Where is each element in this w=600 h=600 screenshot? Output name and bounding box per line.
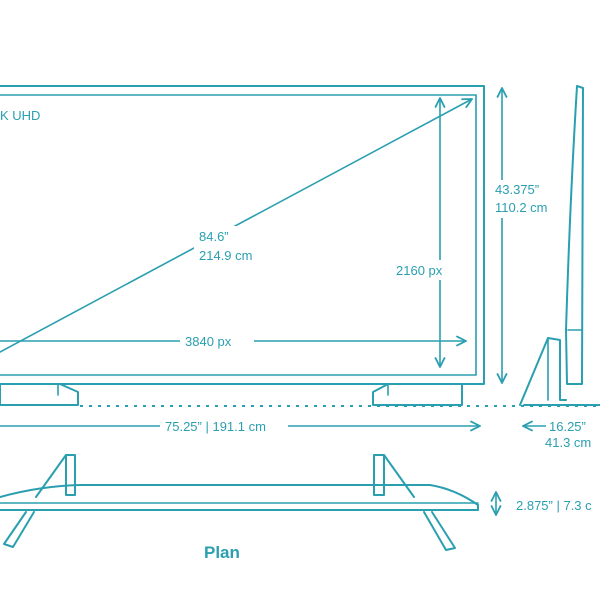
- plan-left-leg-diag: [35, 454, 67, 498]
- plan-right-leg-front: [423, 511, 456, 551]
- height-inches-label: 43.375”: [495, 182, 539, 197]
- side-stand-leg: [519, 337, 567, 406]
- overall-height-mask: [492, 180, 552, 218]
- overall-width-mask: [160, 416, 288, 436]
- side-panel-outline: [565, 85, 584, 385]
- plan-right-leg-back: [373, 454, 385, 496]
- plan-left-leg-front: [3, 511, 35, 548]
- thickness-label: 2.875” | 7.3 c: [516, 498, 592, 513]
- tv-outer-frame: [0, 85, 485, 385]
- overall-width-label: 75.25” | 191.1 cm: [165, 419, 266, 434]
- diagonal-mask: [194, 226, 266, 266]
- plan-view: 2.875” | 7.3 c Plan: [0, 454, 592, 562]
- screen-badge-label: K UHD: [0, 108, 40, 123]
- diagonal-line: [0, 98, 473, 353]
- diagonal-inches-label: 84.6”: [199, 229, 229, 244]
- depth-cm-label: 41.3 cm: [545, 435, 591, 450]
- plan-panel-outline: [0, 484, 479, 511]
- width-px-label: 3840 px: [185, 334, 232, 349]
- height-px-mask: [393, 260, 455, 280]
- depth-mask: [546, 416, 600, 456]
- height-cm-label: 110.2 cm: [495, 200, 548, 215]
- plan-right-leg-diag: [383, 454, 415, 498]
- right-foot: [372, 383, 463, 406]
- diagonal-cm-label: 214.9 cm: [199, 248, 252, 263]
- front-view: K UHD 84.6” 214.9 cm 3840 px 2160 px 75.…: [0, 85, 600, 436]
- left-foot: [0, 383, 79, 406]
- width-px-mask: [180, 331, 254, 351]
- plan-title: Plan: [204, 543, 240, 562]
- side-view: 16.25” 41.3 cm: [519, 85, 600, 456]
- tv-screen-area: [0, 94, 477, 376]
- depth-inches-label: 16.25”: [549, 419, 586, 434]
- plan-left-leg-back: [65, 454, 76, 496]
- height-px-label: 2160 px: [396, 263, 443, 278]
